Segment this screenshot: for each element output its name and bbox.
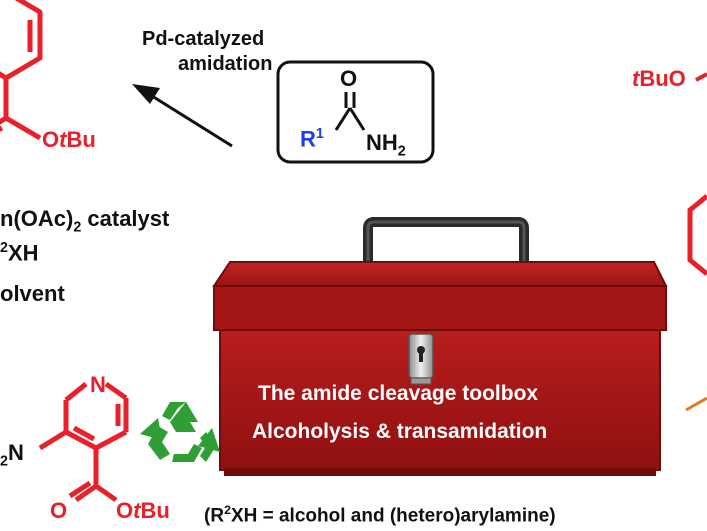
right-orange-bond (685, 396, 707, 412)
toolbox-body (219, 329, 661, 476)
top-ester-label: OtBu (42, 127, 96, 152)
pyridine-carbonyl-oxygen: O (50, 498, 68, 523)
amide-oxygen: O (340, 66, 358, 91)
pyridine-nitrogen: N (90, 372, 106, 397)
toolbox-subtitle: Alcoholysis & transamidation (252, 420, 548, 443)
amide-nh2-label: NH2 (366, 130, 406, 160)
pyridine-amine-bond (38, 429, 68, 451)
amide-reagent-box (276, 60, 435, 164)
conditions-line-solvent: olvent (0, 281, 65, 306)
pd-catalyzed-label: Pd-catalyzed (142, 28, 265, 50)
top-left-benzene-ring (0, 0, 43, 81)
right-top-fragment-bond (695, 72, 707, 82)
pyridine-ring (63, 381, 129, 451)
footnote-r2xh: (R2XH = alcohol and (hetero)arylamine) (204, 503, 556, 527)
conditions-line-catalyst: n(OAc)2 catalyst (0, 206, 170, 236)
pyridine-ester-bonds (68, 448, 118, 503)
right-tbuo-label: tBuO (632, 66, 686, 91)
amide-r1-label: R1 (300, 126, 324, 152)
amidation-arrow (132, 84, 233, 148)
pyridine-ester-label: OtBu (116, 498, 170, 523)
toolbox-title: The amide cleavage toolbox (258, 382, 539, 405)
amide-bonds (334, 92, 366, 131)
toolbox-lid (212, 261, 668, 331)
right-partial-ring (687, 194, 707, 276)
recycle-icon (140, 402, 220, 462)
top-left-ester-bonds (0, 78, 42, 141)
conditions-line-reagent: 2XH (0, 240, 39, 266)
amine-fragment-label: 2N (0, 440, 24, 470)
toolbox-handle (363, 217, 529, 268)
keyhole-lock-icon (408, 333, 434, 385)
amidation-label: amidation (178, 53, 273, 75)
